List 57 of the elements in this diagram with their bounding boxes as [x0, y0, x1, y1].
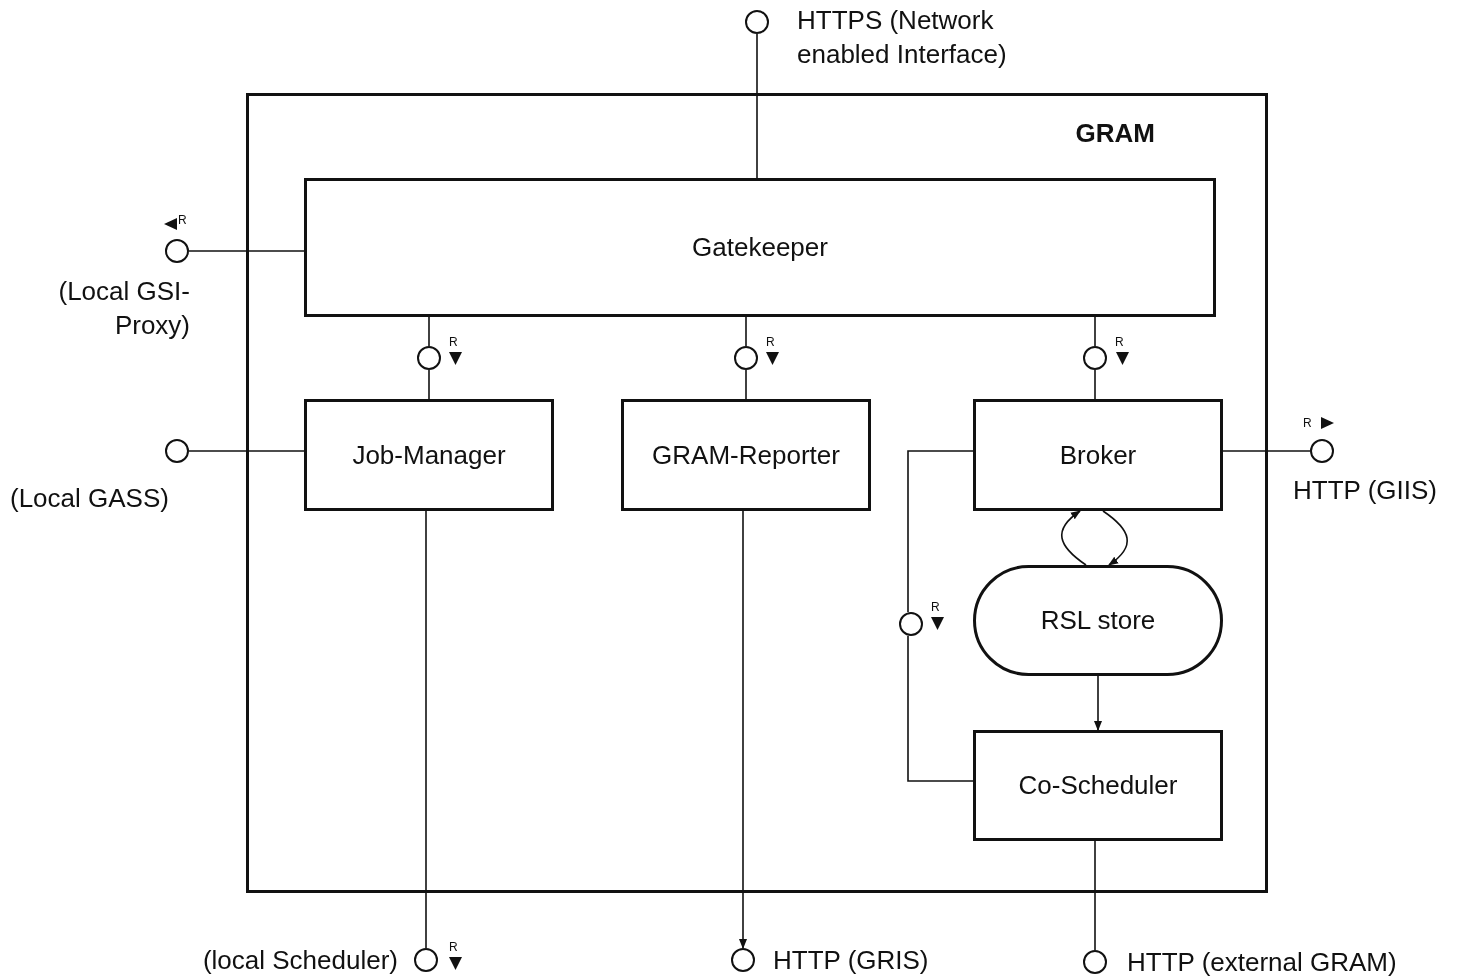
channel-label: (local Scheduler)	[201, 944, 398, 977]
channel-circle	[165, 239, 189, 263]
channel-circle	[899, 612, 923, 636]
component-box	[973, 730, 1223, 841]
request-mark: R	[449, 941, 458, 953]
connector	[425, 510, 427, 949]
connector	[745, 369, 747, 400]
channel-circle	[1083, 346, 1107, 370]
channel-label: HTTP (GIIS)	[1293, 474, 1438, 507]
channel-circle	[417, 346, 441, 370]
channel-label: (Local GSI-Proxy)	[57, 275, 190, 342]
component-box	[621, 399, 871, 511]
connector	[428, 316, 430, 347]
storage-shape	[973, 565, 1223, 676]
connector	[188, 250, 305, 252]
channel-label: HTTPS (Network enabled Interface)	[797, 4, 1008, 71]
system-title: GRAM	[1075, 118, 1155, 149]
connector	[745, 316, 747, 347]
connector	[1094, 675, 1102, 731]
component-box	[304, 399, 554, 511]
connector	[739, 510, 747, 949]
request-mark: R	[1115, 336, 1124, 348]
request-mark: R	[1303, 417, 1312, 429]
connector	[1094, 316, 1096, 347]
connector	[907, 635, 974, 782]
channel-label: (Local GASS)	[10, 482, 170, 515]
channel-label: HTTP (external GRAM)	[1127, 946, 1398, 979]
connector	[428, 369, 430, 400]
component-box	[973, 399, 1223, 511]
system-box	[246, 93, 1268, 893]
request-mark: R	[449, 336, 458, 348]
component-label: Broker	[1059, 439, 1137, 471]
connector	[907, 450, 974, 613]
component-label: Co-Scheduler	[1018, 770, 1178, 801]
channel-circle	[731, 948, 755, 972]
connector	[1102, 510, 1128, 566]
request-mark: R	[178, 214, 187, 226]
request-mark: R	[766, 336, 775, 348]
connector	[1222, 450, 1311, 452]
channel-circle	[414, 948, 438, 972]
connector	[188, 450, 305, 452]
component-label: Job-Manager	[352, 439, 506, 471]
connector	[756, 33, 758, 179]
channel-label: HTTP (GRIS)	[773, 944, 930, 977]
connector	[1094, 369, 1096, 400]
channel-circle	[165, 439, 189, 463]
component-label: GRAM-Reporter	[652, 439, 840, 471]
connector	[1061, 510, 1087, 566]
connector	[1094, 840, 1096, 951]
request-mark: R	[931, 601, 940, 613]
component-label: RSL store	[1040, 605, 1156, 636]
component-label: Gatekeeper	[692, 232, 828, 263]
channel-circle	[745, 10, 769, 34]
component-box	[304, 178, 1216, 317]
channel-circle	[1310, 439, 1334, 463]
channel-circle	[734, 346, 758, 370]
channel-circle	[1083, 950, 1107, 974]
